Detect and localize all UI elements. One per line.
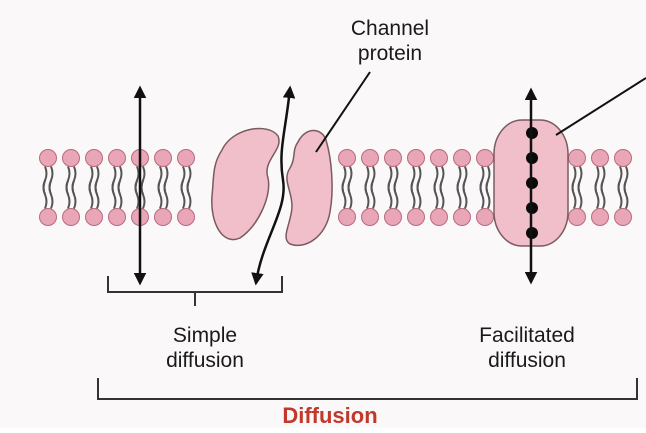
channel-protein-label-line2: protein: [320, 41, 460, 66]
phospholipid-head-upper: [109, 150, 126, 167]
phospholipid-head-lower: [86, 209, 103, 226]
phospholipid-head-lower: [569, 209, 586, 226]
phospholipid-head-lower: [477, 209, 494, 226]
simple-diffusion-label: Simple diffusion: [130, 323, 280, 373]
phospholipid-head-lower: [109, 209, 126, 226]
simple-diffusion-label-line2: diffusion: [130, 348, 280, 373]
phospholipid-head-upper: [40, 150, 57, 167]
phospholipid-head-upper: [155, 150, 172, 167]
simple-diffusion-label-line1: Simple: [130, 323, 280, 348]
phospholipid-head-lower: [385, 209, 402, 226]
phospholipid-head-upper: [408, 150, 425, 167]
phospholipid-head-upper: [86, 150, 103, 167]
channel-protein-label-line1: Channel: [320, 16, 460, 41]
facilitated-diffusion-label-line1: Facilitated: [447, 323, 607, 348]
phospholipid-head-lower: [40, 209, 57, 226]
phospholipid-head-lower: [155, 209, 172, 226]
diffusion-title: Diffusion: [260, 403, 400, 429]
phospholipid-head-lower: [431, 209, 448, 226]
facilitated-diffusion-label: Facilitated diffusion: [447, 323, 607, 373]
phospholipid-head-upper: [569, 150, 586, 167]
channel-protein-label: Channel protein: [320, 16, 460, 66]
phospholipid-head-lower: [454, 209, 471, 226]
phospholipid-head-lower: [592, 209, 609, 226]
phospholipid-head-lower: [615, 209, 632, 226]
phospholipid-head-lower: [362, 209, 379, 226]
phospholipid-head-lower: [178, 209, 195, 226]
facilitated-diffusion-label-line2: diffusion: [447, 348, 607, 373]
phospholipid-head-upper: [615, 150, 632, 167]
phospholipid-head-upper: [454, 150, 471, 167]
phospholipid-head-upper: [431, 150, 448, 167]
phospholipid-head-upper: [339, 150, 356, 167]
phospholipid-head-upper: [592, 150, 609, 167]
phospholipid-head-lower: [339, 209, 356, 226]
phospholipid-head-lower: [408, 209, 425, 226]
phospholipid-head-upper: [362, 150, 379, 167]
phospholipid-head-upper: [63, 150, 80, 167]
phospholipid-head-upper: [178, 150, 195, 167]
phospholipid-head-upper: [385, 150, 402, 167]
phospholipid-head-lower: [63, 209, 80, 226]
phospholipid-head-upper: [477, 150, 494, 167]
